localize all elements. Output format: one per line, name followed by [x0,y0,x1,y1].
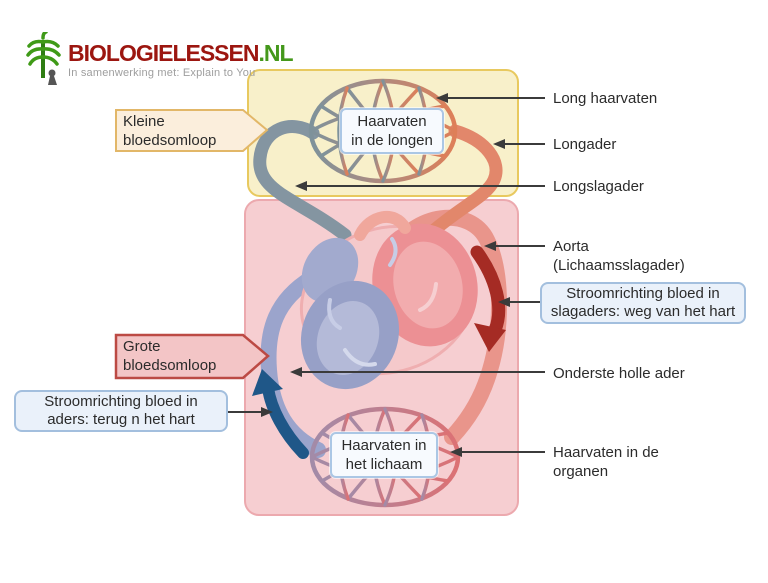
brand-suffix: .NL [258,40,293,66]
pulmonary-vein-vessel [425,124,503,239]
label-haarvaten-organen-line2: organen [553,463,609,480]
label-aorta: Aorta (Lichaamsslagader) [553,237,685,275]
flow-slagaders-line1: Stroomrichting bloed in [566,285,720,302]
flow-aders-line2: aders: terug n het hart [47,411,195,428]
label-onderste-holle-ader: Onderste holle ader [553,365,685,382]
haarvaten-longen-line1: Haarvaten [357,113,427,130]
grote-bloedsomloop-callout-label: Grote bloedsomloop [123,337,216,375]
kleine-bloedsomloop-callout-shape [115,109,269,152]
leader-flow-slagaders [498,297,540,307]
haarvaten-longen-line2: in de longen [351,132,433,149]
leader-haarvaten-organen [450,447,545,457]
vein-flow-arrow [252,369,309,459]
brand-tagline: In samenwerking met: Explain to You [68,67,256,79]
flow-direction-arteries-box: Stroomrichting bloed in slagaders: weg v… [540,282,746,324]
kleine-bloedsomloop-callout-label: Kleine bloedsomloop [123,112,216,150]
site-logo: BIOLOGIELESSEN.NL In samenwerking met: E… [26,32,294,90]
label-haarvaten-organen: Haarvaten in de organen [553,443,659,481]
grote-bloedsomloop-callout-shape [114,333,270,380]
label-longslagader: Longslagader [553,178,644,195]
flow-slagaders-line2: slagaders: weg van het hart [550,303,736,320]
label-aorta-line1: Aorta [553,238,589,255]
grote-callout-line1: Grote [123,338,161,355]
kleine-callout-line2: bloedsomloop [123,132,217,149]
haarvaten-lichaam-line1: Haarvaten in [341,437,427,454]
haarvaten-longen-label: Haarvaten in de longen [340,108,444,154]
flow-aders-line1: Stroomrichting bloed in [44,393,198,410]
haarvaten-lichaam-line2: het lichaam [345,456,423,473]
grote-callout-line2: bloedsomloop [123,357,217,374]
kleine-callout-line1: Kleine [123,113,165,130]
label-long-haarvaten: Long haarvaten [553,90,658,107]
leader-long-haarvaten [436,93,545,103]
artery-flow-arrow [470,245,506,352]
haarvaten-lichaam-label: Haarvaten in het lichaam [330,432,438,478]
leader-longader [493,139,545,149]
leader-flow-aders [228,407,273,417]
leader-aorta [484,241,545,251]
flow-direction-veins-box: Stroomrichting bloed in aders: terug n h… [14,390,228,432]
leader-onderste-holle-ader [290,367,545,377]
pulmonary-artery-vessel [253,120,352,242]
heart-illustration [299,210,478,390]
brand-title: BIOLOGIELESSEN.NL [68,40,294,66]
leader-longslagader [295,181,545,191]
leader-lines [228,93,545,457]
label-aorta-line2: (Lichaamsslagader) [553,257,685,274]
label-longader: Longader [553,136,617,153]
tree-icon [26,32,61,85]
label-haarvaten-organen-line1: Haarvaten in de [553,444,659,461]
